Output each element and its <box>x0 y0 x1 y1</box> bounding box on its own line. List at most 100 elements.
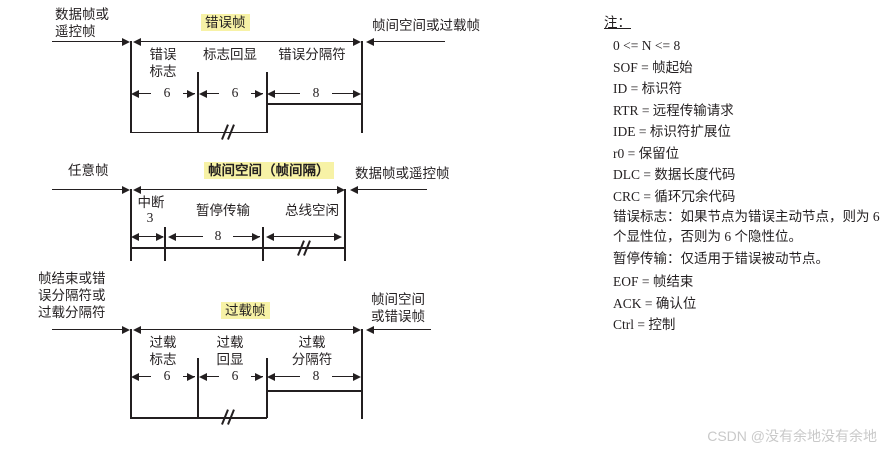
diagram-interframe-space: 任意帧 帧间空间（帧间隔） 数据帧或遥控帧 中断 暂停传输 总线空闲 3 <box>0 152 600 262</box>
overload-right-label-line2: 或错误帧 <box>371 309 425 324</box>
interframe-dim-1-arrow-right <box>252 232 260 241</box>
note-item-4: IDE = 标识符扩展位 <box>613 124 731 139</box>
interframe-span-arrow-right <box>337 185 345 194</box>
overload-right-label-line1: 帧间空间 <box>371 292 425 307</box>
interframe-dim-1-arrow-left <box>168 232 176 241</box>
overload-segment-1-line1: 过载 <box>216 335 244 350</box>
interframe-incoming-line <box>52 189 124 191</box>
overload-outgoing-line <box>373 329 431 331</box>
diagram-error-frame: 数据帧或 遥控帧 错误帧 帧间空间或过载帧 错误 标志 标志回显 错误分隔 <box>0 0 600 150</box>
overload-title-text: 过载帧 <box>221 302 270 319</box>
notes-panel: 注： 0 <= N <= 8 SOF = 帧起始 ID = 标识符 RTR = … <box>604 14 884 336</box>
error-frame-left-label-line2: 遥控帧 <box>55 24 96 39</box>
interframe-dim-1-value: 8 <box>203 229 233 242</box>
note-item-2: ID = 标识符 <box>613 81 683 96</box>
error-frame-span-arrow-left <box>133 37 141 46</box>
overload-wave-right-boundary <box>361 329 364 419</box>
interframe-bus-line <box>130 247 345 249</box>
overload-span-arrow-right <box>353 325 361 334</box>
error-frame-wave-low-segment <box>130 131 267 134</box>
interframe-left-label: 任意帧 <box>68 162 109 179</box>
error-frame-span-line <box>136 41 358 43</box>
note-item-9: 暂停传输：仅适用于错误被动节点。 <box>613 251 829 266</box>
note-item-8: 错误标志：如果节点为错误主动节点，则为 6 个显性位，否则为 6 个隐性位。 <box>613 209 880 244</box>
watermark: CSDN @没有余地没有余地 <box>707 428 877 444</box>
overload-dim-0-arrow-right <box>187 372 195 381</box>
overload-wave-mid-segment <box>266 390 362 392</box>
note-item-1: SOF = 帧起始 <box>613 59 693 75</box>
overload-incoming-line <box>52 329 124 331</box>
overload-segment-2-line2: 分隔符 <box>291 352 333 367</box>
interframe-segment-2-line1: 总线空闲 <box>285 203 339 218</box>
error-frame-wave-step-up <box>266 72 268 133</box>
interframe-right-label-text: 数据帧或遥控帧 <box>355 166 450 181</box>
overload-incoming-arrow <box>122 325 130 334</box>
error-frame-right-label: 帧间空间或过载帧 <box>372 17 480 34</box>
interframe-boundary-left <box>130 189 133 261</box>
diagram-overload-frame: 帧结束或错 误分隔符或 过载分隔符 过载帧 帧间空间 或错误帧 过载 标志 过载… <box>0 262 600 427</box>
overload-dim-1-value: 6 <box>219 369 251 382</box>
overload-wave-low-segment <box>130 417 267 419</box>
note-item-10: EOF = 帧结束 <box>613 274 694 289</box>
error-frame-segment-2-line1: 错误分隔符 <box>278 47 346 62</box>
overload-segment-0-label: 过载 标志 <box>131 334 195 368</box>
note-item-0: 0 <= N <= 8 <box>613 38 681 53</box>
error-frame-segment-1-line1: 标志回显 <box>203 47 257 62</box>
overload-left-label: 帧结束或错 误分隔符或 过载分隔符 <box>38 270 106 321</box>
error-frame-break-symbol <box>221 124 240 142</box>
notes-title: 注： <box>604 15 631 30</box>
overload-wave-step-up <box>266 358 268 418</box>
note-item-7: CRC = 循环冗余代码 <box>613 188 736 204</box>
error-frame-wave-mid-segment <box>266 103 362 105</box>
interframe-dim-0-value: 3 <box>135 211 165 224</box>
overload-segment-0-line1: 过载 <box>149 335 177 350</box>
error-frame-segment-0-label: 错误 标志 <box>131 46 195 80</box>
interframe-segment-1-label: 暂停传输 <box>178 202 268 219</box>
error-frame-dim-0-arrow-left <box>131 89 139 98</box>
error-frame-segment-0-line2: 标志 <box>149 64 177 79</box>
overload-segment-1-label: 过载 回显 <box>198 334 262 368</box>
overload-dim-1-arrow-right <box>255 372 263 381</box>
interframe-divider-2 <box>262 227 264 261</box>
overload-dim-1-arrow-left <box>199 372 207 381</box>
error-frame-left-label-line1: 数据帧或 <box>55 7 109 22</box>
interframe-title: 帧间空间（帧间隔） <box>204 162 334 180</box>
interframe-boundary-right <box>344 189 347 261</box>
overload-left-label-line2: 误分隔符或 <box>38 288 106 303</box>
overload-span-arrow-left <box>133 325 141 334</box>
interframe-segment-2-label: 总线空闲 <box>266 202 358 219</box>
error-frame-right-label-text: 帧间空间或过载帧 <box>372 18 480 33</box>
interframe-dim-0-line <box>133 236 163 238</box>
note-item-3: RTR = 远程传输请求 <box>613 102 734 118</box>
interframe-segment-0-line1: 中断 <box>137 195 165 210</box>
overload-break-symbol <box>221 409 240 427</box>
interframe-segment-1-line1: 暂停传输 <box>196 203 250 218</box>
interframe-right-label: 数据帧或遥控帧 <box>355 165 450 182</box>
overload-span-line <box>136 329 358 331</box>
overload-segment-0-line2: 标志 <box>149 352 177 367</box>
error-frame-outgoing-arrow <box>366 37 374 46</box>
interframe-dim-2-line <box>268 236 340 238</box>
overload-left-label-line1: 帧结束或错 <box>38 271 106 286</box>
error-frame-title-text: 错误帧 <box>201 14 250 31</box>
overload-wave-drop-left <box>130 329 133 419</box>
error-frame-dim-2-value: 8 <box>300 86 332 99</box>
error-frame-dim-1-value: 6 <box>219 86 251 99</box>
error-frame-left-label: 数据帧或 遥控帧 <box>55 6 109 40</box>
error-frame-wave-drop-left <box>130 41 133 133</box>
interframe-dim-2-arrow-left <box>266 232 274 241</box>
note-item-6: DLC = 数据长度代码 <box>613 167 736 182</box>
note-item-12: Ctrl = 控制 <box>613 317 676 332</box>
interframe-divider-1 <box>164 227 166 261</box>
overload-dim-0-value: 6 <box>151 369 183 382</box>
overload-segment-2-line1: 过载 <box>298 335 326 350</box>
overload-dim-2-arrow-right <box>353 372 361 381</box>
interframe-segment-0-label: 中断 <box>128 194 174 211</box>
overload-left-label-line3: 过载分隔符 <box>38 305 106 320</box>
interframe-incoming-arrow <box>122 185 130 194</box>
note-item-5: r0 = 保留位 <box>613 145 680 161</box>
error-frame-title: 错误帧 <box>201 14 250 32</box>
overload-outgoing-arrow <box>366 325 374 334</box>
error-frame-dim-2-arrow-left <box>267 89 275 98</box>
